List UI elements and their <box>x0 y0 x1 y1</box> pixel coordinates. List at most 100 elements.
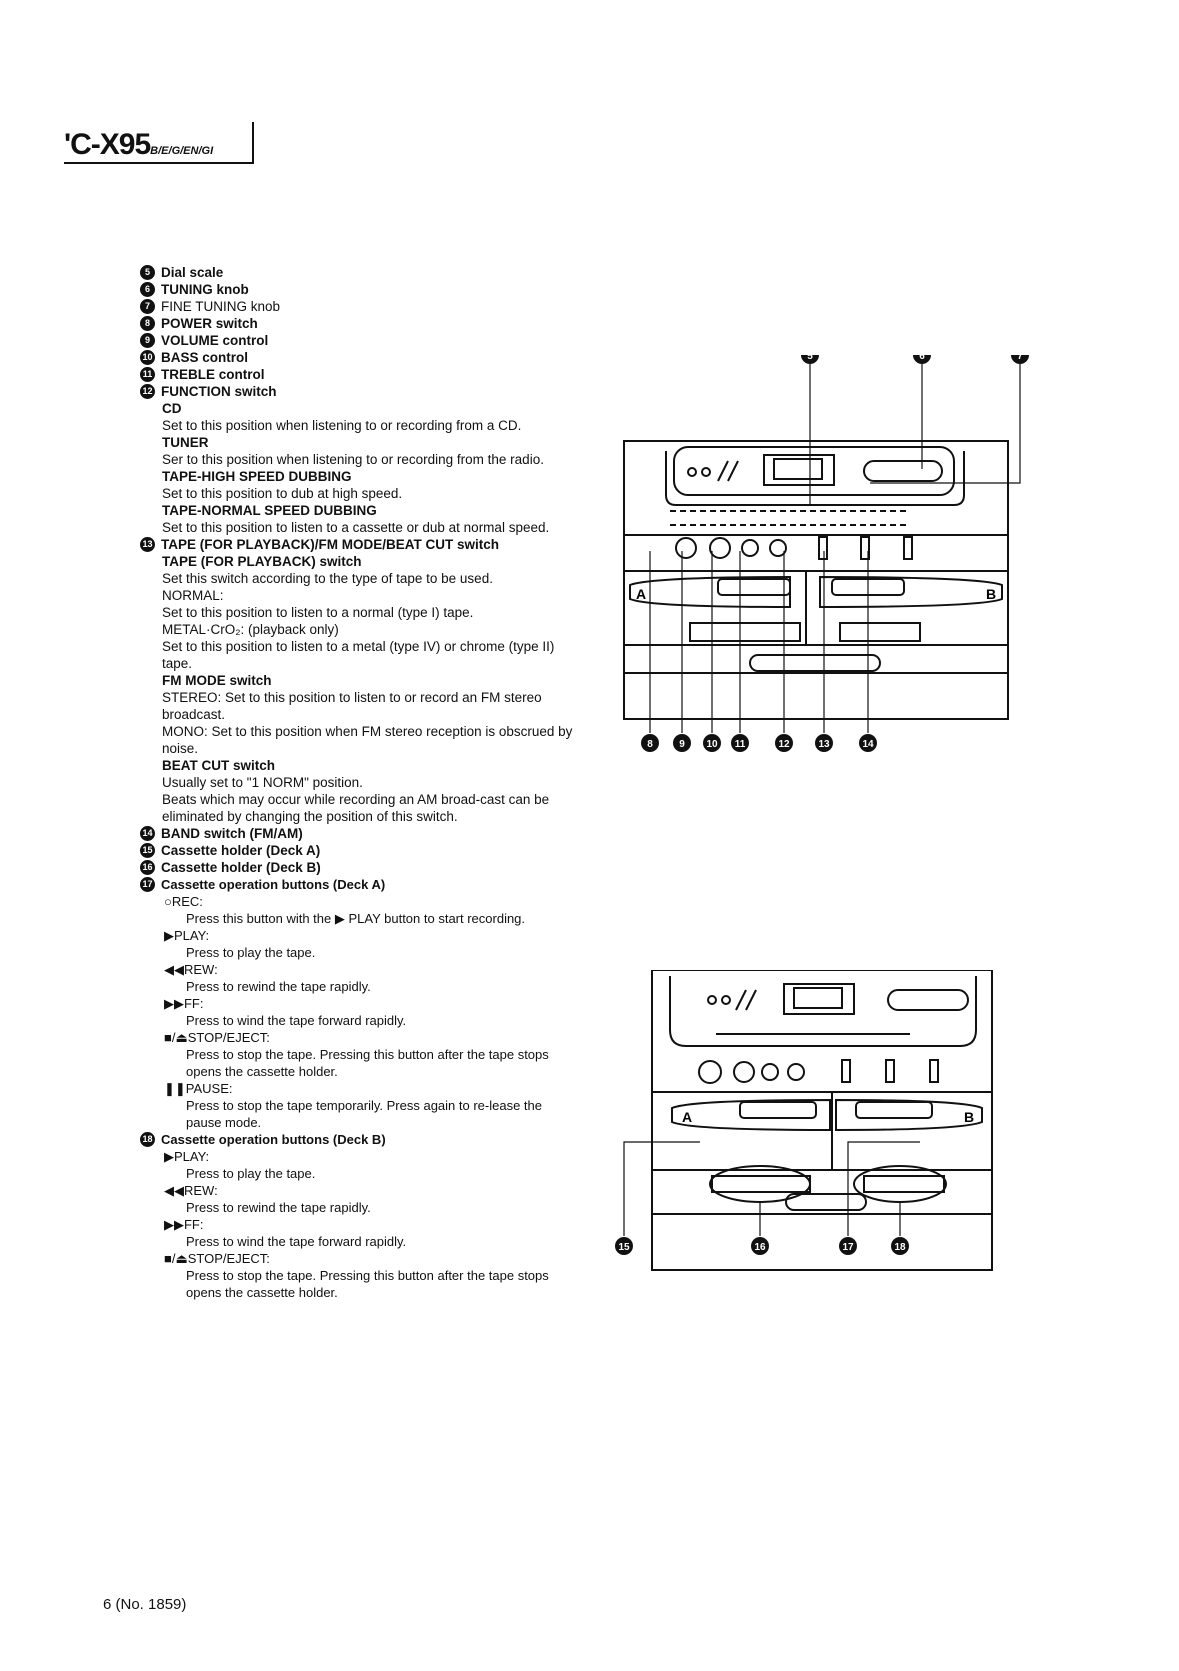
callout-8: 8 <box>641 734 659 752</box>
callout-7: 7 <box>1011 355 1029 364</box>
deck-a-play-text: Press to play the tape. <box>186 945 316 960</box>
item-label: FINE TUNING knob <box>161 299 281 314</box>
deck-b-label: B <box>986 586 996 602</box>
function-tuner-text: Ser to this position when listening to o… <box>162 452 544 467</box>
callout-14: 14 <box>859 734 877 752</box>
item-label: Cassette holder (Deck B) <box>161 860 321 875</box>
callout-11: 11 <box>731 734 749 752</box>
function-cd-text: Set to this position when listening to o… <box>162 418 522 433</box>
deck-panel-diagram: 15 16 17 18 A B <box>615 970 993 1271</box>
callout-5: 5 <box>801 355 819 364</box>
normal-text: Set to this position to listen to a norm… <box>162 605 474 620</box>
deck-a-ff: ▶▶FF: <box>164 996 204 1011</box>
deck-a-pause: ❚❚PAUSE: <box>164 1081 233 1096</box>
svg-text:7: 7 <box>1017 355 1023 362</box>
deck-b-label: B <box>964 1109 974 1125</box>
normal-title: NORMAL: <box>162 588 224 603</box>
model-suffix: B/E/G/EN/GI <box>150 145 214 157</box>
deck-a-pause-text: Press to stop the tape temporarily. Pres… <box>186 1098 542 1130</box>
tape-switch-text: Set this switch according to the type of… <box>162 571 493 586</box>
function-tuner-title: TUNER <box>162 435 209 450</box>
deck-a-stop: ■/⏏STOP/EJECT: <box>164 1030 270 1045</box>
item-number: 15 <box>140 843 155 858</box>
svg-text:6: 6 <box>919 355 925 362</box>
deck-b-stop: ■/⏏STOP/EJECT: <box>164 1251 270 1266</box>
list-item: 13 TAPE (FOR PLAYBACK)/FM MODE/BEAT CUT s… <box>140 536 580 553</box>
item-label: POWER switch <box>161 316 258 331</box>
svg-text:14: 14 <box>862 739 874 750</box>
item-label: Cassette holder (Deck A) <box>161 843 321 858</box>
function-hs-text: Set to this position to dub at high spee… <box>162 486 403 501</box>
callout-6: 6 <box>913 355 931 364</box>
fm-mode-title: FM MODE switch <box>162 673 272 688</box>
deck-b-rew-text: Press to rewind the tape rapidly. <box>186 1200 371 1215</box>
item-number: 9 <box>140 333 155 348</box>
metal-title: METAL·CrO₂: (playback only) <box>162 622 339 637</box>
deck-a-ff-text: Press to wind the tape forward rapidly. <box>186 1013 407 1028</box>
item-number: 16 <box>140 860 155 875</box>
item-label: VOLUME control <box>161 333 269 348</box>
svg-text:5: 5 <box>807 355 813 362</box>
deck-a-label: A <box>636 586 646 602</box>
callout-17: 17 <box>839 1237 857 1255</box>
deck-b-ff: ▶▶FF: <box>164 1217 204 1232</box>
item-label: Dial scale <box>161 265 224 280</box>
item-number: 11 <box>140 367 155 382</box>
stereo-text: STEREO: Set to this position to listen t… <box>162 690 542 722</box>
item-number: 10 <box>140 350 155 365</box>
list-item: 14 BAND switch (FM/AM) <box>140 825 580 842</box>
list-item: 9 VOLUME control <box>140 332 580 349</box>
list-item: 16 Cassette holder (Deck B) <box>140 859 580 876</box>
svg-text:18: 18 <box>894 1242 906 1253</box>
header-rule <box>252 122 254 164</box>
svg-text:11: 11 <box>735 739 746 750</box>
list-item: 15 Cassette holder (Deck A) <box>140 842 580 859</box>
beat-cut-text-1: Usually set to "1 NORM" position. <box>162 775 363 790</box>
list-item: 11 TREBLE control <box>140 366 580 383</box>
item-label: TUNING knob <box>161 282 249 297</box>
callout-13: 13 <box>815 734 833 752</box>
beat-cut-text-2: Beats which may occur while recording an… <box>162 792 550 824</box>
item-number: 5 <box>140 265 155 280</box>
item-number: 17 <box>140 877 155 892</box>
metal-text: Set to this position to listen to a meta… <box>162 639 555 671</box>
svg-text:8: 8 <box>647 739 653 750</box>
beat-cut-title: BEAT CUT switch <box>162 758 276 773</box>
model-name: 'C-X95 <box>64 128 151 161</box>
deck-b-play: ▶PLAY: <box>164 1149 210 1164</box>
item-label: TAPE (FOR PLAYBACK)/FM MODE/BEAT CUT swi… <box>161 537 500 552</box>
front-panel-diagram: 5 6 7 8 9 10 11 12 13 14 A B <box>623 355 1029 752</box>
callout-15: 15 <box>615 1237 633 1255</box>
callout-9: 9 <box>673 734 691 752</box>
item-number: 18 <box>140 1132 155 1147</box>
svg-text:17: 17 <box>842 1242 854 1253</box>
list-item: 5 Dial scale <box>140 264 580 281</box>
svg-text:9: 9 <box>679 739 685 750</box>
deck-b-play-text: Press to play the tape. <box>186 1166 316 1181</box>
function-ns-title: TAPE-NORMAL SPEED DUBBING <box>162 503 377 518</box>
item-number: 13 <box>140 537 155 552</box>
callout-12: 12 <box>775 734 793 752</box>
deck-a-play: ▶PLAY: <box>164 928 210 943</box>
item-label: TREBLE control <box>161 367 265 382</box>
svg-text:16: 16 <box>754 1242 766 1253</box>
function-hs-title: TAPE-HIGH SPEED DUBBING <box>162 469 352 484</box>
page-footer: 6 (No. 1859) <box>103 1596 187 1613</box>
item-number: 12 <box>140 384 155 399</box>
header-underline <box>64 162 254 164</box>
svg-text:12: 12 <box>778 739 790 750</box>
item-label: BAND switch (FM/AM) <box>161 826 303 841</box>
function-cd-title: CD <box>162 401 182 416</box>
item-number: 14 <box>140 826 155 841</box>
function-ns-text: Set to this position to listen to a cass… <box>162 520 550 535</box>
svg-text:10: 10 <box>706 739 718 750</box>
page-header: 'C-X95B/E/G/EN/GI <box>64 128 213 162</box>
deck-a-rew: ◀◀REW: <box>164 962 218 977</box>
deck-b-stop-text: Press to stop the tape. Pressing this bu… <box>186 1268 549 1300</box>
deck-a-rec: ○REC: <box>164 894 203 909</box>
